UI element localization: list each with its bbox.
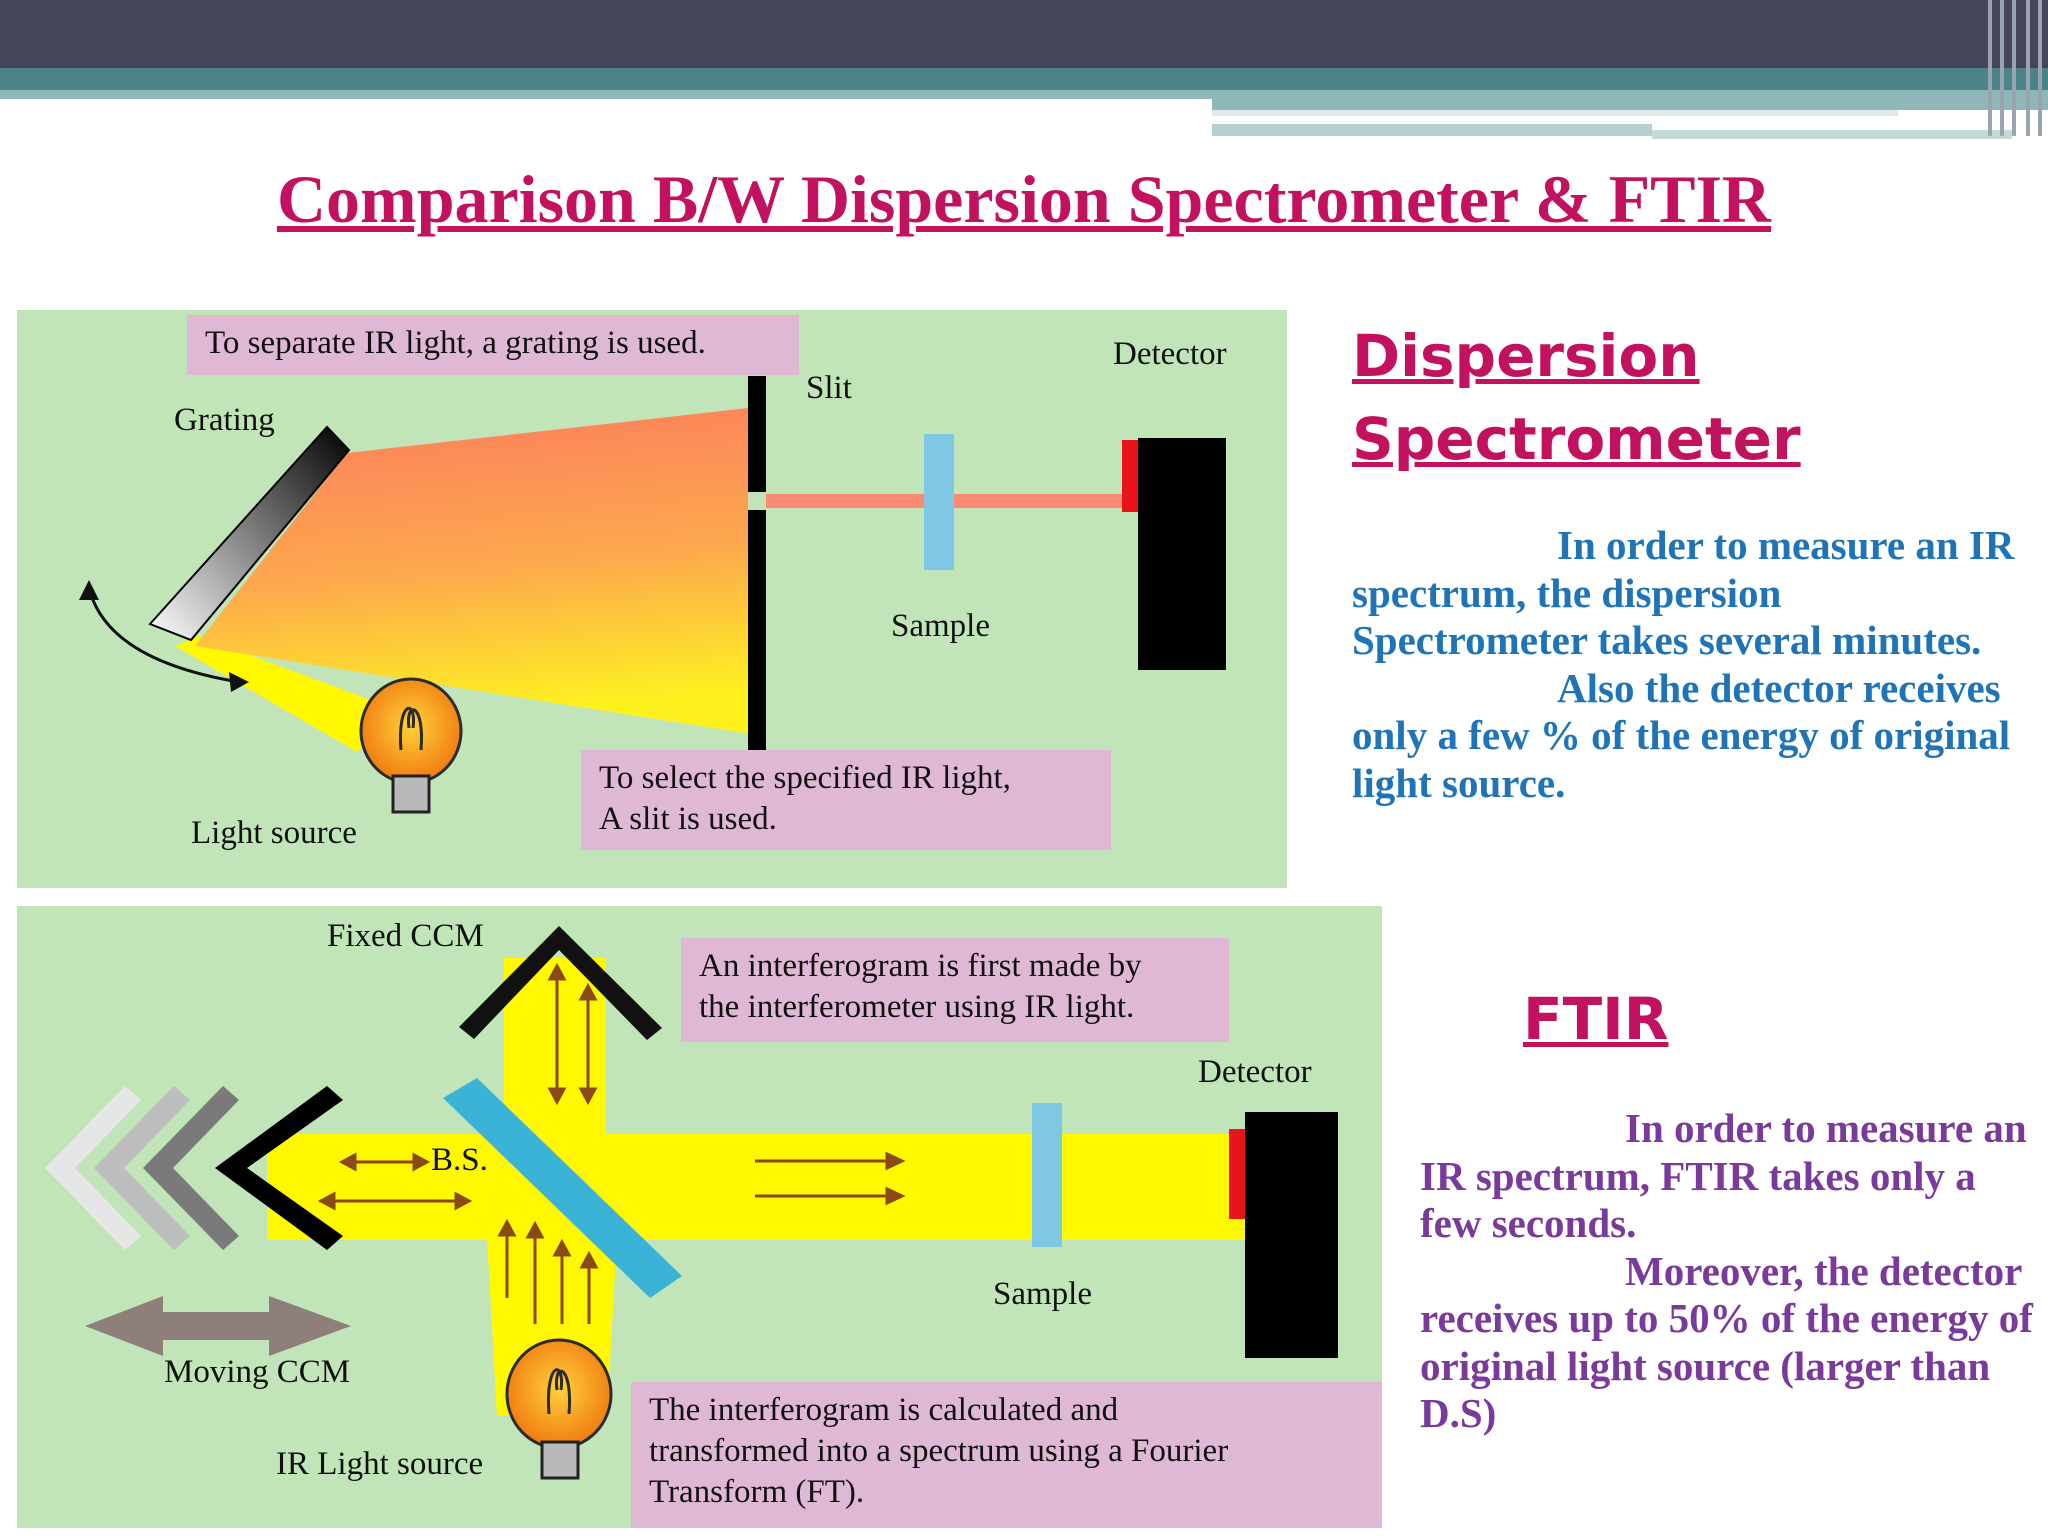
header-accent-line (1652, 130, 2012, 139)
slit-note-line: To select the specified IR light, (599, 760, 1011, 796)
paragraph-lead: Moreover, the (1625, 1247, 1869, 1294)
header-stripe (1988, 0, 1992, 136)
beam-horizontal (267, 1134, 1257, 1240)
slit (748, 376, 766, 786)
slit-label: Slit (806, 370, 852, 406)
sample (1032, 1103, 1062, 1247)
fourier-transform-note: The interferogram is calculated and tran… (631, 1382, 1382, 1528)
fourier-transform-note-line: The interferogram is calculated and (649, 1392, 1119, 1428)
paragraph-lead: In order to measure (1557, 522, 1906, 568)
source-beam (175, 636, 397, 752)
fourier-transform-note-line: Transform (FT). (649, 1474, 865, 1510)
paragraph-lead: In order to (1625, 1105, 1816, 1151)
detector-label: Detector (1198, 1054, 1312, 1090)
beam-splitter (443, 1078, 682, 1298)
moving-ccm-ghost (45, 1086, 141, 1250)
paragraph-text: an IR spectrum, the dispersion Spectrome… (1352, 522, 2015, 663)
fixed-ccm (459, 926, 662, 1040)
slide-title: Comparison B/W Dispersion Spectrometer &… (276, 161, 1772, 237)
header-accent-bar (0, 68, 2048, 90)
detector (1229, 1129, 1245, 1219)
header-accent-block (1212, 90, 2048, 110)
detector-body (1138, 438, 1226, 670)
sample-label: Sample (891, 608, 990, 644)
paragraph-text: measure an IR spectrum, FTIR takes only … (1420, 1105, 2027, 1246)
dispersion-diagram-graphic (79, 376, 1226, 814)
light-source-bulb (359, 677, 463, 785)
paragraph-text: receives only a few % of the energy of o… (1352, 664, 2011, 806)
moving-ccm-label: Moving CCM (164, 1354, 351, 1390)
detector (1122, 440, 1138, 512)
ftir-paragraph: In order to measure an IR spectrum, FTIR… (1420, 1105, 2040, 1248)
fixed-ccm-label: Fixed CCM (327, 918, 484, 954)
ftir-paragraph: Moreover, the detector receives up to 50… (1420, 1248, 2040, 1438)
dispersion-description: In order to measure an IR spectrum, the … (1352, 522, 2022, 807)
slit-note: To select the specified IR light, A slit… (581, 750, 1111, 850)
sample-label: Sample (993, 1276, 1092, 1312)
header-stripe (2012, 0, 2016, 136)
ir-light-source-label: IR Light source (276, 1446, 484, 1482)
ir-light-source-bulb (505, 1338, 613, 1450)
rotation-arrow (87, 587, 240, 684)
dispersion-paragraph: In order to measure an IR spectrum, the … (1352, 522, 2022, 665)
header-stripe (2026, 0, 2030, 136)
light-source-label: Light source (191, 815, 357, 851)
grating-label: Grating (174, 402, 275, 438)
header-bar (0, 0, 2048, 68)
dispersed-fan (195, 407, 757, 735)
detector-label: Detector (1113, 336, 1227, 372)
moving-ccm-ghost (143, 1086, 239, 1250)
fourier-transform-note-line: transformed into a spectrum using a Four… (649, 1433, 1229, 1469)
beam-splitter-label: B.S. (431, 1142, 488, 1178)
grating (148, 425, 351, 642)
slit-note-line: A slit is used. (599, 801, 777, 837)
moving-direction-arrow (85, 1296, 351, 1356)
grating-note: To separate IR light, a grating is used. (187, 315, 799, 375)
ftir-description: In order to measure an IR spectrum, FTIR… (1420, 1105, 2040, 1438)
moving-ccm-ghost (94, 1086, 190, 1250)
dispersion-paragraph: Also the detector receives only a few % … (1352, 665, 2022, 808)
ftir-diagram-graphic (45, 926, 1338, 1480)
dispersion-diagram: To separate IR light, a grating is used.… (17, 310, 1287, 888)
moving-ccm (215, 1086, 343, 1250)
interferogram-note: An interferogram is first made by the in… (681, 938, 1229, 1042)
ftir-diagram: An interferogram is first made by the in… (17, 906, 1382, 1528)
header-stripe (2038, 0, 2042, 136)
ftir-heading: FTIR (1523, 985, 1669, 1053)
header-accent-line (1212, 110, 1898, 116)
interferogram-note-line: An interferogram is first made by (699, 948, 1142, 984)
header-accent-line (1212, 124, 1652, 136)
beam-arrows (317, 962, 906, 1324)
sample (924, 434, 954, 570)
interferogram-note-line: the interferometer using IR light. (699, 989, 1135, 1025)
header-accent-line (0, 90, 1212, 99)
paragraph-lead: Also the detector (1557, 664, 1853, 711)
detector-body (1245, 1112, 1338, 1358)
paragraph-text: detector receives up to 50% of the energ… (1420, 1247, 2033, 1437)
dispersion-heading: Spectrometer (1352, 405, 1801, 473)
dispersion-heading: Dispersion (1352, 322, 1700, 390)
header-stripe (2000, 0, 2004, 136)
